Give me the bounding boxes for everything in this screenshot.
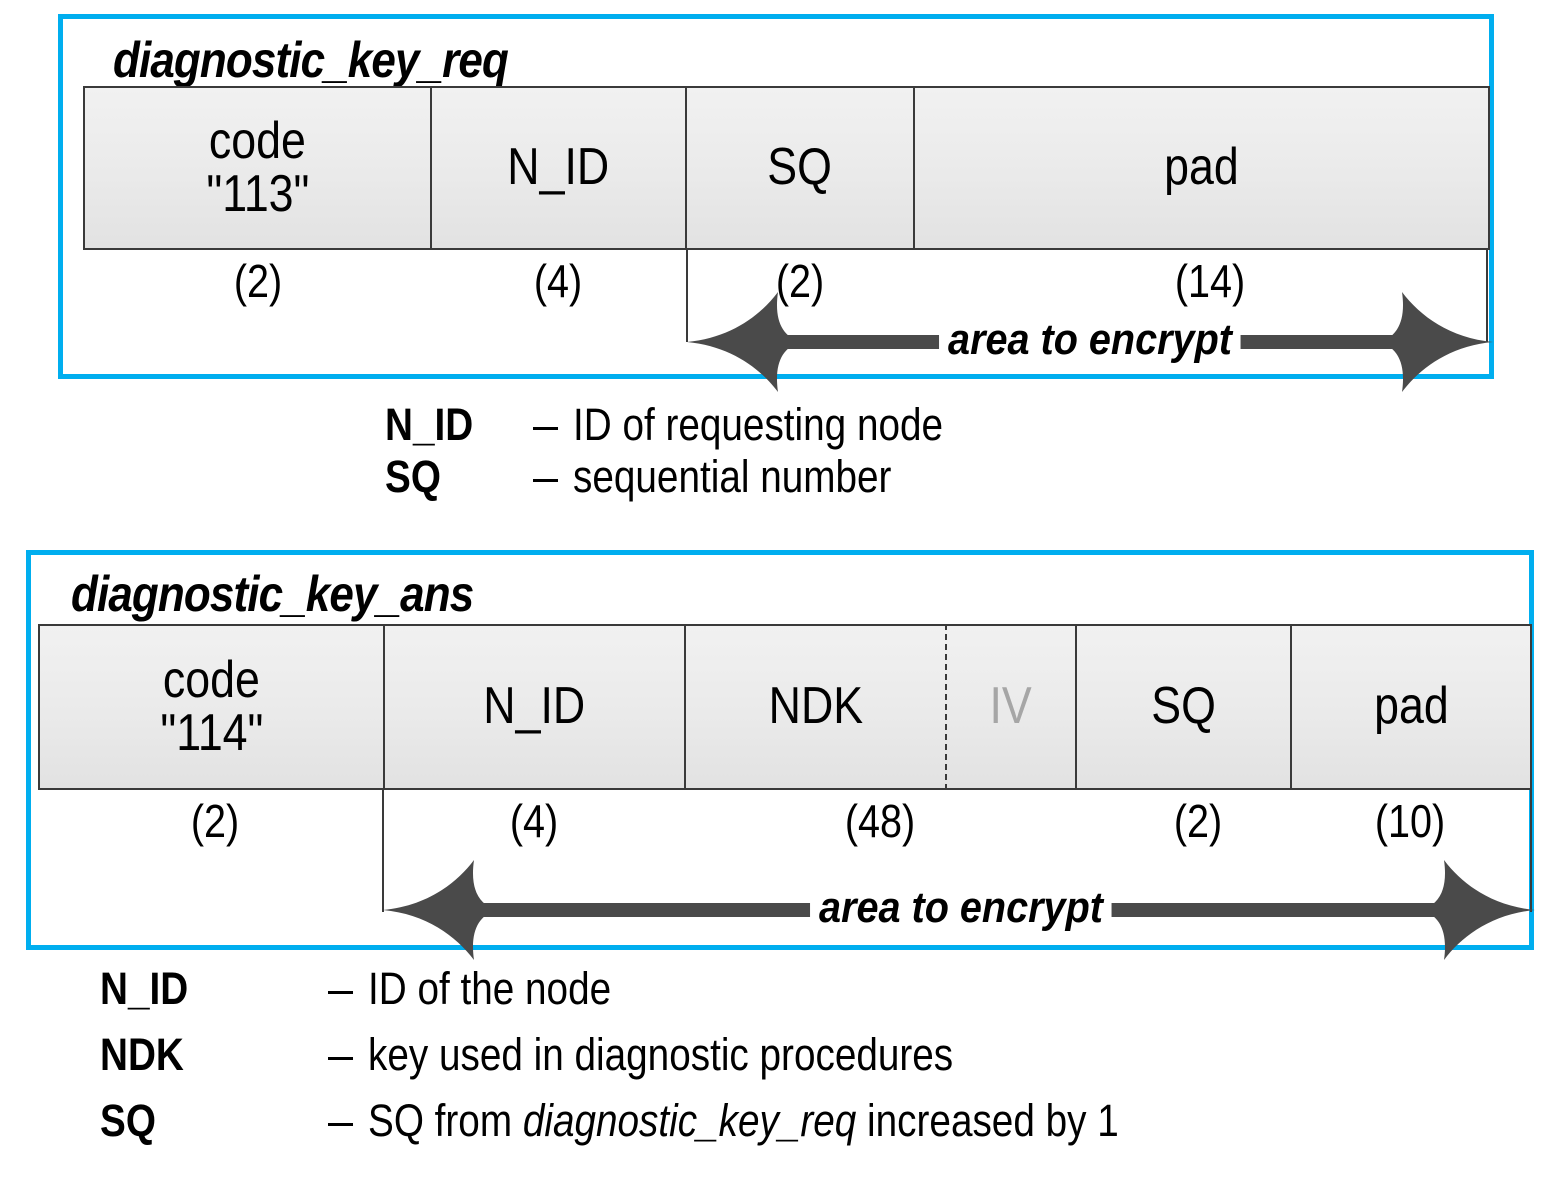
field-cell-code-ans: code "114" bbox=[38, 624, 383, 790]
legend-desc-sq-post: increased by 1 bbox=[856, 1095, 1119, 1146]
encrypt-span-start-line-req bbox=[686, 250, 688, 342]
field-label-n-id: N_ID bbox=[507, 138, 610, 197]
field-label-pad-ans: pad bbox=[1373, 677, 1449, 736]
field-label-n-id-ans: N_ID bbox=[483, 677, 586, 736]
legend-desc-sq: sequential number bbox=[573, 451, 892, 502]
encrypt-area-label-req: area to encrypt bbox=[939, 318, 1241, 362]
arrowhead-right-icon bbox=[1380, 292, 1493, 392]
legend-row-ndk: NDK – key used in diagnostic procedures bbox=[100, 1032, 1540, 1098]
legend-dash-n-id: – bbox=[533, 399, 559, 450]
field-size-sq: (2) bbox=[775, 255, 825, 307]
legend-desc-sq-packet-ref: diagnostic_key_req bbox=[522, 1095, 857, 1146]
field-label-iv: IV bbox=[989, 677, 1033, 736]
legend-term-sq: SQ bbox=[385, 451, 441, 502]
packet-title-diagnostic-key-ans: diagnostic_key_ans bbox=[71, 566, 474, 622]
legend-desc-sq-pre: SQ from bbox=[368, 1095, 523, 1146]
legend-row-n-id-ans: N_ID – ID of the node bbox=[100, 966, 1540, 1032]
legend-dash-ndk: – bbox=[328, 1029, 354, 1080]
field-size-n-id: (4) bbox=[533, 255, 583, 307]
field-size-pad: (14) bbox=[1174, 255, 1246, 307]
field-cell-code: code "113" bbox=[83, 86, 430, 250]
packet-title-diagnostic-key-req: diagnostic_key_req bbox=[113, 32, 509, 88]
legend-term-ndk: NDK bbox=[100, 1029, 184, 1080]
field-label-sq: SQ bbox=[767, 138, 833, 197]
field-table-diagnostic-key-req: code "113" N_ID SQ pad bbox=[83, 86, 1490, 250]
legend-dash-sq-ans: – bbox=[328, 1095, 354, 1146]
legend-desc-sq-ans: SQ from diagnostic_key_req increased by … bbox=[368, 1098, 1119, 1143]
field-label-pad: pad bbox=[1164, 138, 1239, 197]
legend-row-sq: SQ – sequential number bbox=[385, 454, 1285, 506]
field-cell-iv: IV bbox=[945, 624, 1075, 790]
field-label-code-value: "113" bbox=[205, 165, 310, 223]
legend-desc-n-id: ID of requesting node bbox=[573, 399, 944, 450]
legend-dash-sq: – bbox=[533, 451, 559, 502]
field-size-code-ans: (2) bbox=[190, 795, 240, 847]
field-cell-pad-ans: pad bbox=[1290, 624, 1532, 790]
encrypt-arrow-ans: area to encrypt bbox=[366, 860, 1552, 960]
field-label-code-ans: code bbox=[163, 650, 260, 709]
field-cell-sq: SQ bbox=[685, 86, 913, 250]
field-size-pad-ans: (10) bbox=[1374, 795, 1446, 847]
encrypt-span-end-line-req bbox=[1486, 250, 1488, 342]
field-size-row-diagnostic-key-ans: (2) (4) (48) (2) (10) bbox=[0, 798, 1556, 854]
field-size-ndk: (48) bbox=[844, 795, 916, 847]
encrypt-span-start-line-ans bbox=[382, 790, 384, 912]
field-size-n-id-ans: (4) bbox=[509, 795, 559, 847]
legend-term-n-id-ans: N_ID bbox=[100, 963, 189, 1014]
legend-term-sq-ans: SQ bbox=[100, 1095, 156, 1146]
arrowhead-left-icon bbox=[383, 860, 496, 960]
encrypt-area-label-ans: area to encrypt bbox=[810, 886, 1112, 930]
legend-row-sq-ans2: SQ – SQ from diagnostic_key_req increase… bbox=[100, 1098, 1540, 1164]
arrowhead-left-icon bbox=[687, 292, 800, 392]
legend-row-n-id: N_ID – ID of requesting node bbox=[385, 402, 1285, 454]
field-cell-n-id: N_ID bbox=[430, 86, 685, 250]
field-cell-n-id-ans: N_ID bbox=[383, 624, 684, 790]
field-label-sq-ans: SQ bbox=[1151, 677, 1216, 736]
field-size-row-diagnostic-key-req: (2) (4) (2) (14) bbox=[0, 258, 1556, 314]
legend-dash-n-id-ans: – bbox=[328, 963, 354, 1014]
field-cell-pad: pad bbox=[913, 86, 1490, 250]
field-label-code: code bbox=[209, 111, 306, 170]
legend-term-n-id: N_ID bbox=[385, 399, 474, 450]
legend-desc-ndk: key used in diagnostic procedures bbox=[368, 1029, 954, 1080]
arrowhead-right-icon bbox=[1422, 860, 1535, 960]
field-label-code-value-ans: "114" bbox=[159, 704, 264, 762]
field-size-code: (2) bbox=[233, 255, 283, 307]
field-cell-sq-ans: SQ bbox=[1075, 624, 1290, 790]
legend-diagnostic-key-req: N_ID – ID of requesting node SQ – sequen… bbox=[385, 402, 1285, 506]
field-size-sq-ans: (2) bbox=[1173, 795, 1223, 847]
field-label-ndk: NDK bbox=[768, 677, 863, 736]
encrypt-arrow-req: area to encrypt bbox=[670, 292, 1510, 392]
encrypt-span-end-line-ans bbox=[1530, 790, 1532, 912]
field-table-diagnostic-key-ans: code "114" N_ID NDK IV SQ pad bbox=[38, 624, 1532, 790]
legend-desc-n-id-ans: ID of the node bbox=[368, 963, 612, 1014]
field-cell-ndk: NDK bbox=[684, 624, 945, 790]
legend-diagnostic-key-ans: N_ID – ID of the node NDK – key used in … bbox=[100, 966, 1540, 1164]
